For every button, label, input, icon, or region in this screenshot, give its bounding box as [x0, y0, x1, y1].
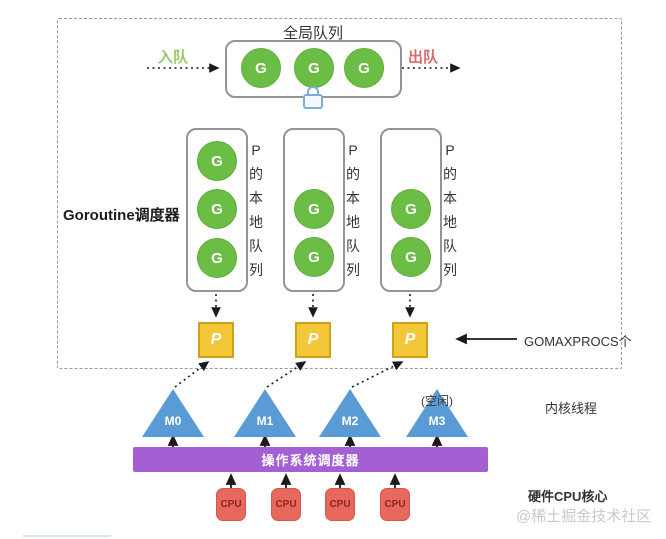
goroutine-circle: G	[344, 48, 384, 88]
local-queue-2-caption: P的本地队列	[346, 142, 360, 278]
watermark-text: @稀土掘金技术社区	[516, 508, 652, 525]
kernel-threads-label: 内核线程	[545, 401, 598, 416]
thread-m1-triangle	[234, 389, 296, 437]
gomaxprocs-label: GOMAXPROCS个	[524, 334, 632, 349]
os-scheduler-bar: 操作系统调度器	[133, 447, 488, 472]
global-queue-title: 全局队列	[282, 25, 343, 42]
thread-m1-label: M1	[256, 414, 274, 428]
cpu-box-2: CPU	[271, 488, 301, 521]
hardware-cpu-label: 硬件CPU核心	[528, 489, 608, 504]
goroutine-circle: G	[197, 189, 237, 229]
goroutine-circle: G	[294, 237, 334, 277]
goroutine-circle: G	[294, 189, 334, 229]
thread-m0-label: M0	[164, 414, 182, 428]
processor-p1-box: P	[198, 322, 234, 358]
goroutine-circle: G	[241, 48, 281, 88]
goroutine-circle: G	[294, 48, 334, 88]
cpu-box-4: CPU	[380, 488, 410, 521]
scheduler-title: Goroutine调度器	[63, 207, 180, 224]
lock-icon	[303, 86, 323, 109]
thread-m0-triangle	[142, 389, 204, 437]
local-queue-1-caption: P的本地队列	[249, 142, 263, 278]
idle-annotation: (空闲)	[421, 394, 453, 408]
thread-m3-label: M3	[428, 414, 446, 428]
local-queue-3-caption: P的本地队列	[443, 142, 457, 278]
goroutine-circle: G	[197, 141, 237, 181]
thread-m3-triangle	[406, 389, 468, 437]
enqueue-label: 入队	[158, 49, 189, 66]
dequeue-label: 出队	[408, 49, 439, 66]
goroutine-circle: G	[391, 237, 431, 277]
scheduler-dashed-container	[57, 18, 622, 369]
processor-p3-box: P	[392, 322, 428, 358]
goroutine-circle: G	[391, 189, 431, 229]
cpu-box-3: CPU	[325, 488, 355, 521]
cpu-box-1: CPU	[216, 488, 246, 521]
bottom-decorative-line	[23, 535, 111, 537]
thread-m2-triangle	[319, 389, 381, 437]
goroutine-circle: G	[197, 238, 237, 278]
processor-p2-box: P	[295, 322, 331, 358]
thread-m2-label: M2	[341, 414, 359, 428]
